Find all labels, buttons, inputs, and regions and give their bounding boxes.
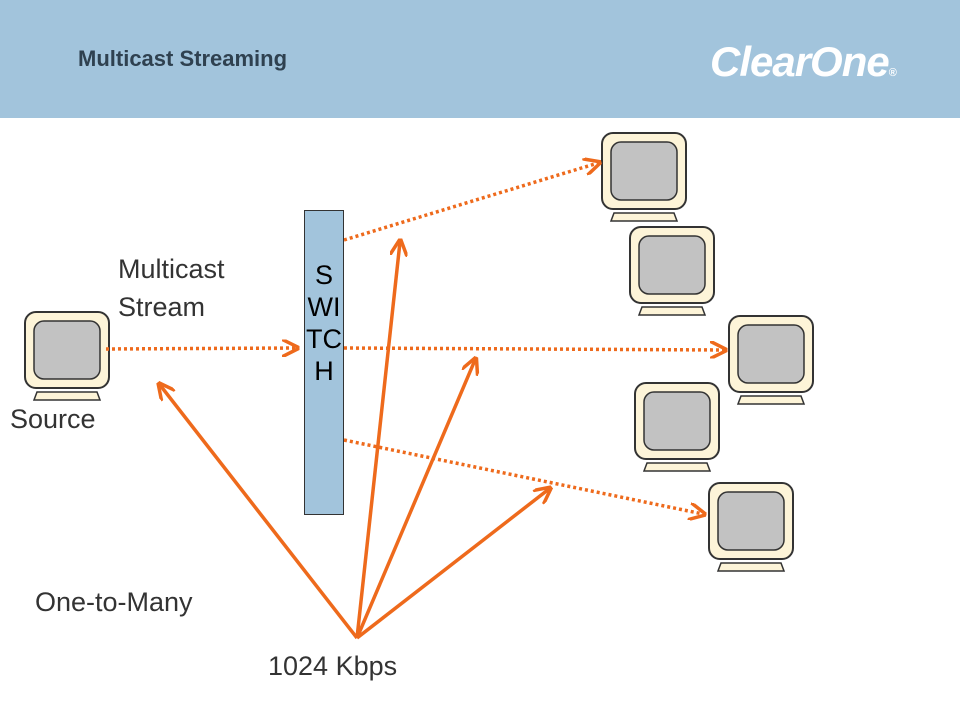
bandwidth-arrow bbox=[355, 242, 400, 639]
clearone-logo: ClearOne® bbox=[710, 38, 897, 86]
network-switch: SWITCH bbox=[304, 210, 344, 515]
header-bar: Multicast Streaming ClearOne® bbox=[0, 0, 960, 118]
logo-registered-mark: ® bbox=[888, 67, 897, 79]
monitor-icon bbox=[708, 482, 794, 572]
multicast-label-line1: Multicast bbox=[118, 254, 225, 284]
monitor-icon bbox=[24, 311, 110, 401]
slide-title: Multicast Streaming bbox=[78, 46, 288, 71]
switch-to-monitor-arrow bbox=[343, 163, 598, 242]
logo-text: ClearOne bbox=[710, 38, 890, 85]
multicast-label-line2: Stream bbox=[118, 292, 206, 322]
source-label: Source bbox=[10, 404, 96, 434]
multicast-stream-label: Multicast Stream bbox=[118, 250, 225, 326]
switch-to-monitor-arrow bbox=[343, 438, 703, 514]
bandwidth-arrow bbox=[160, 385, 359, 640]
monitor-icon bbox=[601, 132, 687, 222]
monitor-icon bbox=[728, 315, 814, 405]
one-to-many-label: One-to-Many bbox=[35, 587, 193, 617]
bandwidth-label: 1024 Kbps bbox=[268, 651, 398, 681]
bandwidth-arrow bbox=[355, 360, 475, 639]
switch-to-monitor-arrow bbox=[343, 348, 724, 350]
monitor-icon bbox=[634, 382, 720, 472]
multicast-stream-arrow bbox=[105, 348, 296, 349]
bandwidth-arrow bbox=[355, 489, 549, 640]
monitor-icon bbox=[629, 226, 715, 316]
switch-label: SWITCH bbox=[306, 260, 342, 386]
